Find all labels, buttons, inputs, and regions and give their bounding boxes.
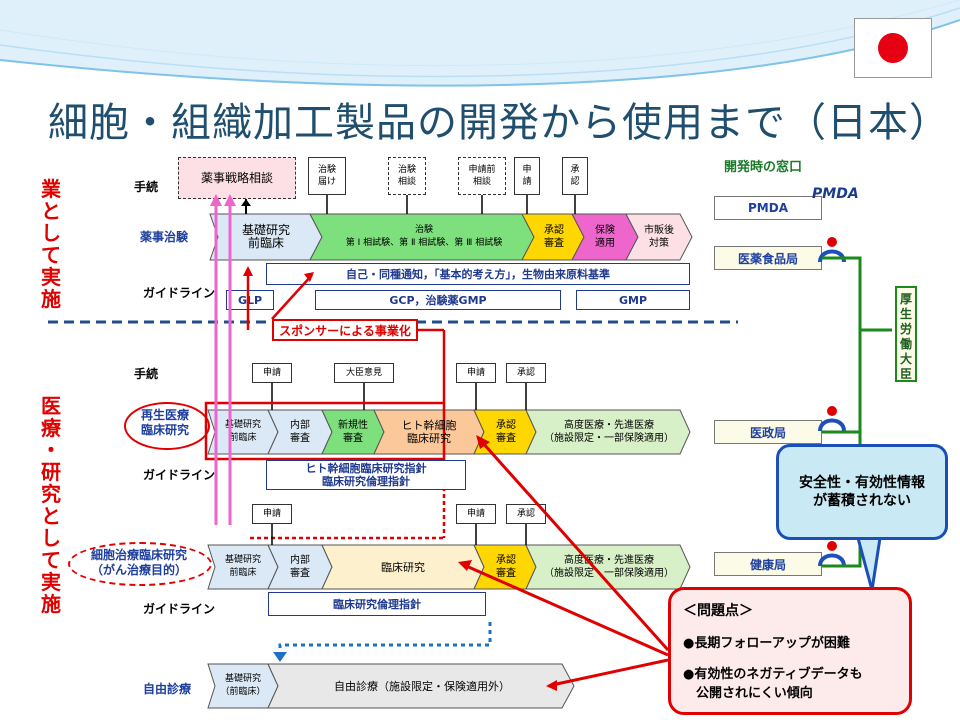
s1-stage-postmarket [625,213,693,261]
s1-proc-box: 承 認 [562,157,588,195]
callout-bubble: 安全性・有効性情報 が蓄積されない [776,444,948,540]
medical-label: 医療・研究として実施 [41,394,61,616]
s1-guideline-gmp: GMP [576,290,690,310]
window-header: 開発時の窓口 [724,160,803,175]
problem-item: ●長期フォローアップが困難 [683,636,850,651]
ministry-box: 厚生労働大臣 [895,286,917,382]
s2-procedure-label: 手続 [134,367,159,381]
s1-proc-box: 治験 届け [308,157,346,195]
s1-proc-box: 申 請 [514,157,540,195]
s1-proc-box: 申請前 相談 [458,157,506,195]
s2-stage-basic-label: 基礎研究 前臨床 [224,420,261,443]
japan-flag-icon [854,18,932,78]
s1-proc-box: 治験 相談 [388,157,426,195]
s3-proc-box: 申請 [456,504,496,524]
s1-procedure-label: 手続 [134,180,159,194]
s1-stage-trial-label: 治験 第 Ⅰ 相試験、第 Ⅱ 相試験、第 Ⅲ 相試験 [345,225,503,248]
s4-row-label: 自由診療 [143,682,192,696]
sponsor-label: スポンサーによる事業化 [272,319,418,341]
s2-stage-internal-label: 内部 審査 [290,420,310,444]
pmda-logo: PMDA [812,186,859,202]
s2-row-label-circle [124,402,210,450]
mhlw-logo-icon [818,406,846,432]
s2-proc-box: 大臣意見 [334,363,394,383]
s3-stage-advanced-label: 高度医療・先進医療 （施設限定・一部保険適用） [544,555,674,579]
s3-guideline: 臨床研究倫理指針 [268,592,486,616]
s1-stage-insurance-label: 保険 適用 [595,225,615,249]
s3-row-label: 細胞治療臨床研究 （がん治療目的） [90,548,187,577]
problem-box: ＜問題点＞ ●長期フォローアップが困難 ●有効性のネガティブデータも 公開されに… [668,587,912,715]
agency-pmda: PMDA [714,196,822,220]
s3-proc-box: 申請 [252,504,292,524]
s2-guideline-label: ガイドライン [143,468,216,482]
s3-stage-clinical-label: 臨床研究 [381,560,425,574]
s1-stage-basic-label: 基礎研究 前臨床 [241,223,290,250]
s2-stage-advanced-label: 高度医療・先進医療 （施設限定・一部保険適用） [544,420,674,444]
s1-stage-postmarket-label: 市販後 対策 [644,225,674,249]
s1-row-label: 薬事治験 [140,230,189,244]
s3-stage-review-label: 承認 審査 [496,555,516,579]
s2-proc-box: 申請 [252,363,292,383]
consult-box: 薬事戦略相談 [178,157,296,199]
pmda-logo-text: PMDA [812,186,859,202]
s2-proc-box: 申請 [456,363,496,383]
s4-stage-free-label: 自由診療（施設限定・保険適用外） [334,679,510,693]
s3-guideline-label: ガイドライン [143,602,216,616]
s3-stage-basic-label: 基礎研究 前臨床 [224,555,261,578]
s2-stage-novelty-label: 新規性 審査 [338,420,368,444]
s3-row-label-circle [68,542,212,586]
s2-guideline: ヒト幹細胞臨床研究指針 臨床研究倫理指針 [266,460,466,490]
mhlw-logo-icon [818,541,846,567]
agency-health: 健康局 [714,552,822,576]
problem-header: ＜問題点＞ [683,603,753,619]
s2-row-label: 再生医療 臨床研究 [140,408,189,437]
s2-stage-review-label: 承認 審査 [496,420,516,444]
s2-stage-stemcell-label: ヒト幹細胞 臨床研究 [401,419,457,445]
s2-guideline-2: 臨床研究倫理指針 [322,475,410,488]
callout-text: 安全性・有効性情報 が蓄積されない [799,475,925,509]
s2-proc-box: 承認 [506,363,546,383]
s1-guideline-glp: GLP [226,290,274,310]
agency-pharma: 医薬食品局 [714,246,822,270]
s3-stage-internal-label: 内部 審査 [290,555,310,579]
agency-health-policy: 医政局 [714,420,822,444]
s4-stage-basic-label: 基礎研究 （前臨床） [220,674,266,697]
s2-guideline-1: ヒト幹細胞臨床研究指針 [305,462,427,475]
s1-stage-review-label: 承認 審査 [544,225,564,249]
s1-guideline-top: 自己・同種通知，「基本的考え方」，生物由来原料基準 [266,263,690,285]
s1-guideline-label: ガイドライン [143,286,216,300]
page-title: 細胞・組織加工製品の開発から使用まで（日本） [48,100,950,146]
s1-guideline-gcp: GCP，治験薬GMP [315,290,561,310]
problem-item: ●有効性のネガティブデータも 公開されにくい傾向 [683,667,863,701]
industry-label: 業として実施 [41,177,61,311]
